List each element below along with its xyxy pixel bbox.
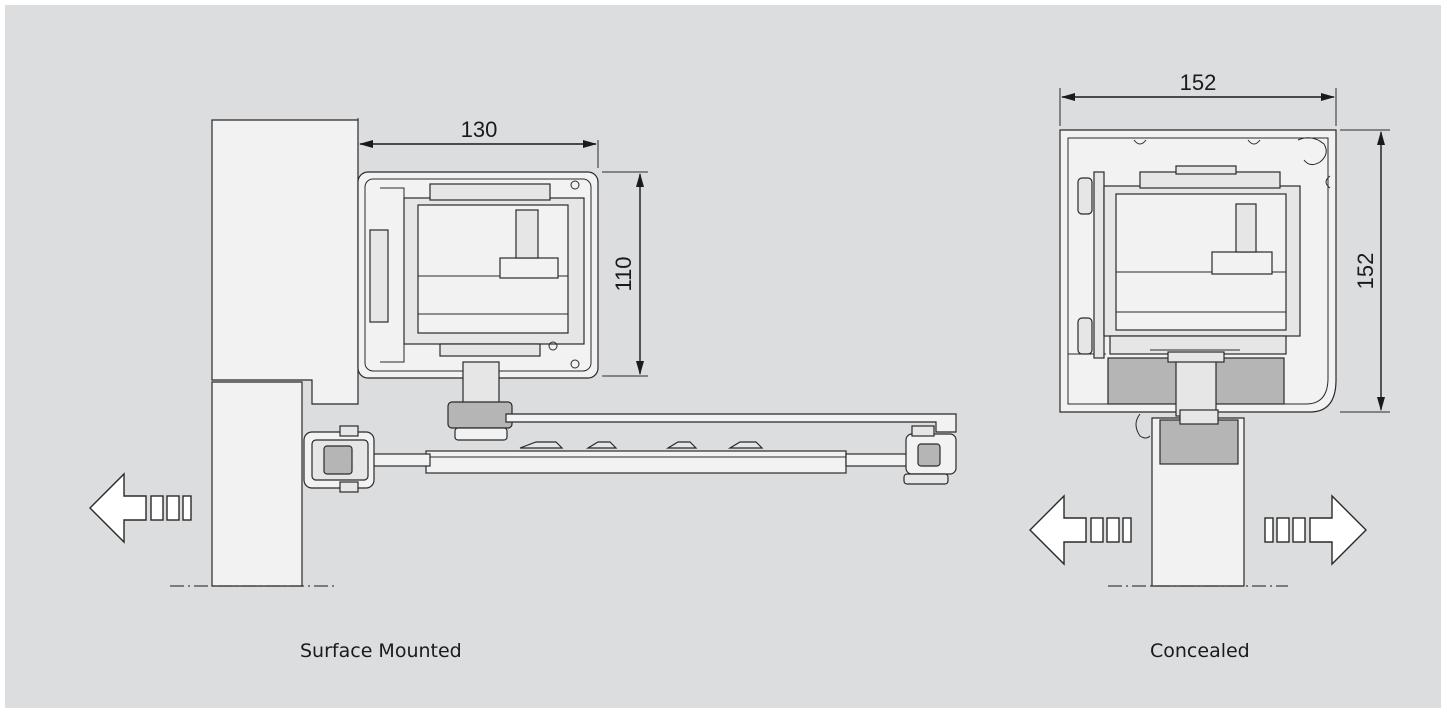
operating-arm <box>359 413 957 485</box>
open-direction-arrow-left <box>1029 494 1132 566</box>
surface-height-label: 110 <box>611 256 636 291</box>
surface-operator-housing <box>357 171 599 379</box>
surface-height-dimension <box>602 171 648 377</box>
surface-mounted-caption: Surface Mounted <box>300 640 462 662</box>
door-bracket <box>303 425 375 493</box>
concealed-width-dimension <box>1059 88 1337 126</box>
concealed-operator <box>1103 165 1301 355</box>
concealed-caption: Concealed <box>1150 640 1250 662</box>
concealed-height-label: 152 <box>1353 253 1378 290</box>
open-direction-arrow-right <box>1264 494 1367 566</box>
surface-mounted-view: 130 110 <box>89 117 957 587</box>
door-leaf <box>211 381 303 587</box>
concealed-width-label: 152 <box>1180 70 1217 95</box>
door-frame <box>211 119 359 405</box>
surface-width-label: 130 <box>461 117 498 142</box>
concealed-view: 152 152 <box>1029 70 1390 587</box>
open-direction-arrow-left <box>89 472 192 544</box>
arm-hub <box>447 401 513 429</box>
concealed-height-dimension <box>1340 129 1390 413</box>
drive-shaft <box>462 361 500 405</box>
surface-width-dimension <box>357 118 599 168</box>
